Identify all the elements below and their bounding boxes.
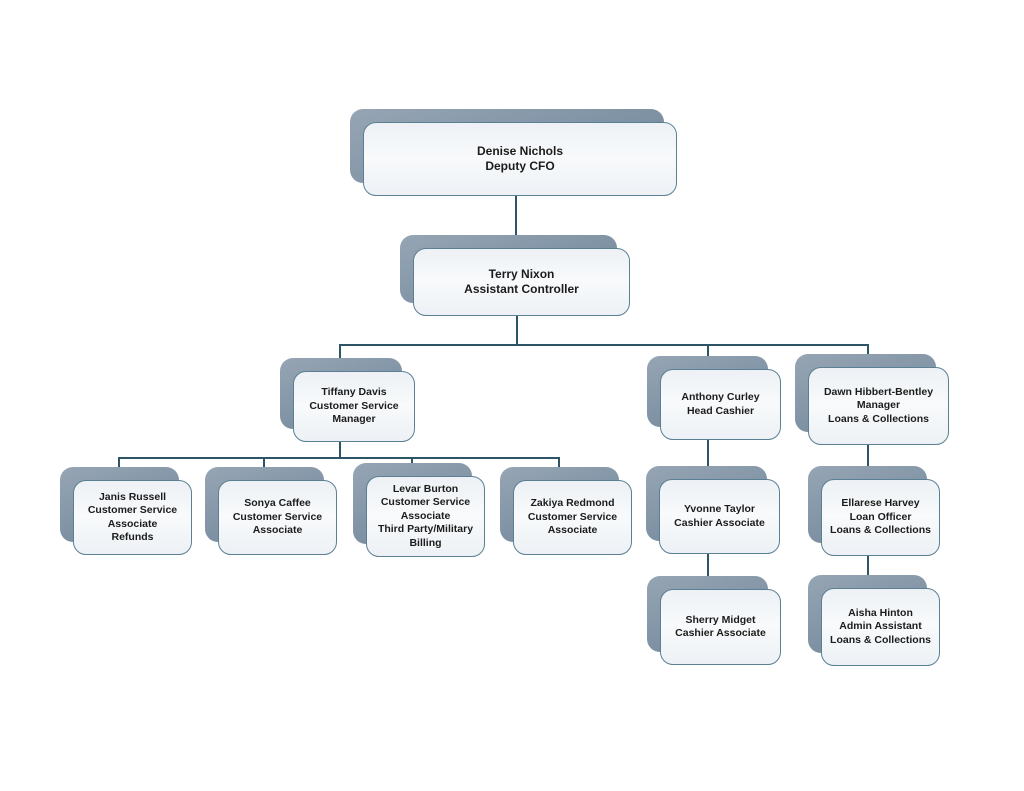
node-card: Terry Nixon Assistant Controller	[413, 248, 630, 316]
person-name: Sonya Caffee	[244, 497, 311, 510]
person-name: Janis Russell	[98, 490, 167, 503]
org-node-dawn-hibbert-bentley: Dawn Hibbert-Bentley Manager Loans & Col…	[795, 354, 949, 445]
org-node-denise-nichols: Denise Nichols Deputy CFO	[350, 109, 677, 196]
node-card: Anthony Curley Head Cashier	[660, 369, 781, 440]
org-node-anthony-curley: Anthony Curley Head Cashier	[647, 356, 781, 440]
person-name: Sherry Midget	[685, 613, 756, 626]
person-title: Assistant Controller	[464, 282, 579, 296]
node-card: Denise Nichols Deputy CFO	[363, 122, 677, 196]
person-name: Yvonne Taylor	[684, 503, 755, 516]
node-card: Dawn Hibbert-Bentley Manager Loans & Col…	[808, 367, 949, 445]
node-card: Janis Russell Customer Service Associate…	[73, 480, 192, 555]
org-node-terry-nixon: Terry Nixon Assistant Controller	[400, 235, 630, 316]
person-name: Anthony Curley	[681, 391, 760, 404]
org-node-levar-burton: Levar Burton Customer Service Associate …	[353, 463, 485, 557]
person-title: Admin Assistant Loans & Collections	[830, 620, 931, 646]
org-node-ellarese-harvey: Ellarese Harvey Loan Officer Loans & Col…	[808, 466, 940, 556]
org-node-zakiya-redmond: Zakiya Redmond Customer Service Associat…	[500, 467, 632, 555]
person-title: Deputy CFO	[485, 159, 555, 173]
person-title: Loan Officer Loans & Collections	[830, 510, 931, 537]
org-node-yvonne-taylor: Yvonne Taylor Cashier Associate	[646, 466, 780, 554]
node-card: Yvonne Taylor Cashier Associate	[659, 479, 780, 554]
person-title: Head Cashier	[686, 404, 755, 417]
person-title: Customer Service Manager	[309, 399, 399, 426]
org-node-sonya-caffee: Sonya Caffee Customer Service Associate	[205, 467, 337, 555]
node-card: Aisha Hinton Admin Assistant Loans & Col…	[821, 588, 940, 666]
person-title: Customer Service Associate Third Party/M…	[377, 496, 474, 549]
person-name: Tiffany Davis	[321, 386, 387, 399]
org-node-tiffany-davis: Tiffany Davis Customer Service Manager	[280, 358, 415, 442]
person-title: Cashier Associate	[675, 627, 766, 639]
person-name: Levar Burton	[392, 482, 459, 495]
org-node-aisha-hinton: Aisha Hinton Admin Assistant Loans & Col…	[808, 575, 940, 666]
node-card: Sonya Caffee Customer Service Associate	[218, 480, 337, 555]
person-title: Customer Service Associate	[232, 510, 323, 537]
person-title: Cashier Associate	[674, 516, 765, 529]
person-name: Terry Nixon	[488, 266, 555, 281]
person-name: Dawn Hibbert-Bentley	[823, 385, 934, 398]
node-card: Levar Burton Customer Service Associate …	[366, 476, 485, 557]
person-name: Aisha Hinton	[848, 606, 913, 619]
node-card: Tiffany Davis Customer Service Manager	[293, 371, 415, 442]
org-node-sherry-midget: Sherry Midget Cashier Associate	[647, 576, 781, 665]
person-name: Denise Nichols	[476, 143, 564, 158]
node-card: Sherry Midget Cashier Associate	[660, 589, 781, 665]
person-title: Customer Service Associate Refunds	[87, 504, 178, 543]
node-card: Ellarese Harvey Loan Officer Loans & Col…	[821, 479, 940, 556]
person-title: Customer Service Associate	[527, 510, 618, 537]
org-node-janis-russell: Janis Russell Customer Service Associate…	[60, 467, 192, 555]
person-title: Manager Loans & Collections	[828, 399, 929, 425]
node-card: Zakiya Redmond Customer Service Associat…	[513, 480, 632, 555]
person-name: Zakiya Redmond	[530, 497, 615, 510]
person-name: Ellarese Harvey	[841, 497, 920, 510]
